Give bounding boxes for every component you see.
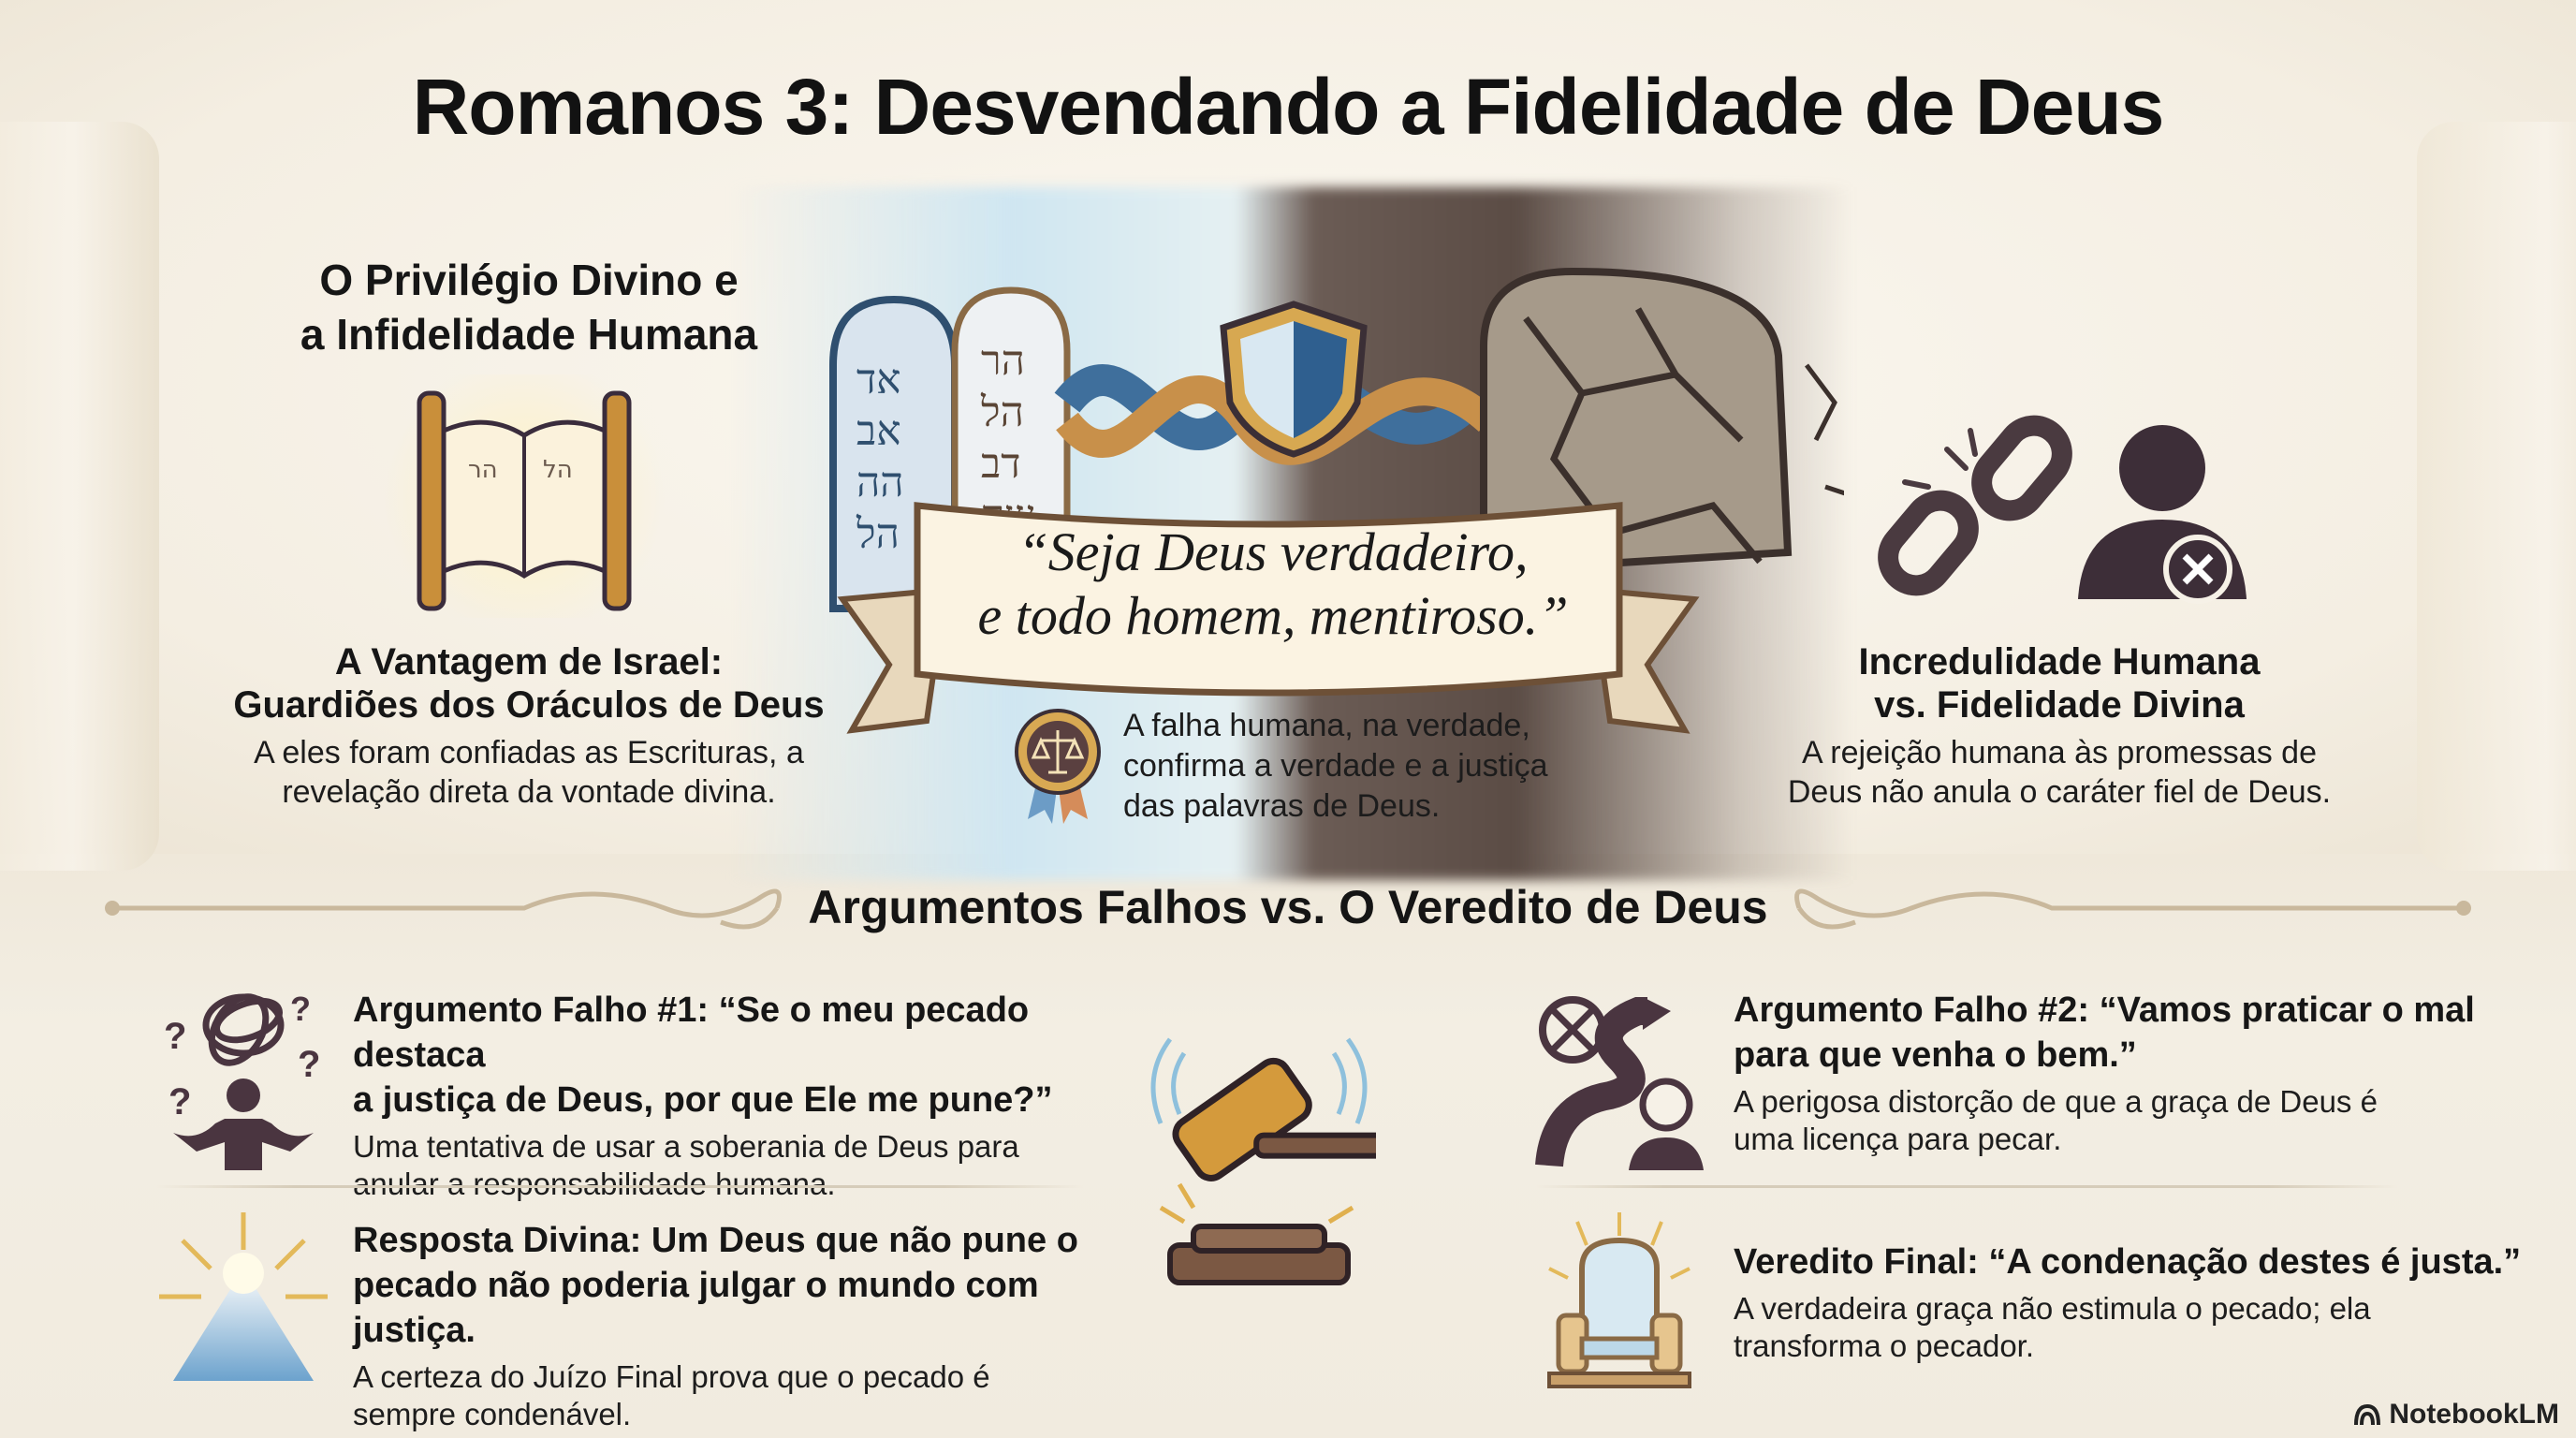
unbelief-desc-line1: A rejeição humana às promessas de xyxy=(1802,735,2317,770)
throne-icon xyxy=(1547,1212,1691,1388)
final-verdict: Veredito Final: “A condenação destes é j… xyxy=(1734,1240,2529,1365)
gavel-icon xyxy=(1150,1037,1376,1285)
flawed-argument-1: Argumento Falho #1: “Se o meu pecado des… xyxy=(353,988,1120,1203)
tablet-letters: הה xyxy=(856,459,904,506)
center-desc-line1: A falha humana, na verdade, xyxy=(1123,708,1530,743)
divine-response: Resposta Divina: Um Deus que não pune o … xyxy=(353,1218,1120,1433)
response-heading-line2: pecado não poderia julgar o mundo com ju… xyxy=(353,1266,1039,1350)
argument-2-heading-line1: Argumento Falho #2: “Vamos praticar o ma… xyxy=(1734,990,2475,1030)
israel-advantage-heading: A Vantagem de Israel: Guardiões dos Orác… xyxy=(201,640,856,726)
svg-text:?: ? xyxy=(298,1044,320,1085)
unbelief-desc-line2: Deus não anula o caráter fiel de Deus. xyxy=(1787,774,2332,810)
brand-label: NotebookLM xyxy=(2389,1399,2559,1430)
israel-advantage-desc: A eles foram confiadas as Escrituras, a … xyxy=(201,733,856,812)
argument-1-heading-line1: Argumento Falho #1: “Se o meu pecado des… xyxy=(353,990,1030,1075)
broken-chain-icon xyxy=(1878,415,2072,596)
argument-2-desc-line2: uma licença para pecar. xyxy=(1734,1122,2062,1156)
response-desc-line2: sempre condenável. xyxy=(353,1397,632,1431)
response-desc-line1: A certeza do Juízo Final prova que o pec… xyxy=(353,1359,990,1394)
cracked-tablet-icon xyxy=(1480,267,1844,576)
flawed-argument-2: Argumento Falho #2: “Vamos praticar o ma… xyxy=(1734,988,2482,1158)
divider xyxy=(1536,1185,2397,1188)
tablet-letters: אב xyxy=(856,407,901,455)
svg-text:?: ? xyxy=(168,1081,191,1123)
left-parchment-curl xyxy=(0,122,159,871)
divine-light-icon xyxy=(159,1212,328,1381)
response-heading-line1: Resposta Divina: Um Deus que não pune o xyxy=(353,1221,1078,1260)
twisted-road-icon xyxy=(1535,996,1704,1170)
svg-text:הר: הר xyxy=(468,456,498,484)
verdict-desc-line1: A verdadeira graça não estimula o pecado… xyxy=(1734,1291,2371,1326)
center-illustration: אד אב הה הל הר הל דב שה xyxy=(829,267,1844,612)
svg-text:?: ? xyxy=(290,990,311,1028)
argument-2-desc-line1: A perigosa distorção de que a graça de D… xyxy=(1734,1084,2378,1119)
quote-line1: “Seja Deus verdadeiro, xyxy=(1017,521,1529,582)
notebooklm-logo-icon xyxy=(2354,1403,2381,1426)
argument-1-desc-line2: anular a responsabilidade humana. xyxy=(353,1167,836,1201)
tablet-letters: הל xyxy=(980,389,1024,436)
left-heading-line2: a Infidelidade Humana xyxy=(300,310,758,359)
israel-desc-line1: A eles foram confiadas as Escrituras, a xyxy=(254,735,804,770)
ornamental-divider xyxy=(105,888,2471,930)
argument-2-heading-line2: para que venha o bem.” xyxy=(1734,1035,2137,1075)
svg-text:הל: הל xyxy=(543,456,573,484)
tablet-letters: דב xyxy=(981,440,1020,488)
scales-medal-icon xyxy=(1015,709,1101,824)
unbelief-desc: A rejeição humana às promessas de Deus n… xyxy=(1732,733,2387,812)
right-icons xyxy=(1878,415,2247,604)
right-parchment-curl xyxy=(2417,122,2576,871)
israel-heading-line1: A Vantagem de Israel: xyxy=(334,641,724,682)
israel-heading-line2: Guardiões dos Oráculos de Deus xyxy=(233,684,825,726)
quote-banner xyxy=(837,502,1700,734)
unbelief-heading: Incredulidade Humana vs. Fidelidade Divi… xyxy=(1732,640,2387,726)
unbelief-heading-line2: vs. Fidelidade Divina xyxy=(1874,684,2245,726)
rejected-person-icon xyxy=(2078,425,2247,604)
tablet-letters: הל xyxy=(856,510,900,558)
tablet-letters: אד xyxy=(856,356,901,404)
israel-desc-line2: revelação direta da vontade divina. xyxy=(282,774,776,810)
argument-1-desc-line1: Uma tentativa de usar a soberania de Deu… xyxy=(353,1129,1019,1164)
quote-line2: e todo homem, mentiroso.” xyxy=(977,585,1569,646)
torah-scroll-icon: הר הל xyxy=(384,374,665,618)
unbelief-heading-line1: Incredulidade Humana xyxy=(1858,641,2261,682)
notebooklm-brand: NotebookLM xyxy=(2353,1399,2559,1431)
section-title: Argumentos Falhos vs. O Veredito de Deus xyxy=(808,881,1768,933)
tablet-letters: הר xyxy=(981,337,1025,385)
shield-icon xyxy=(1220,301,1368,458)
verdict-desc-line2: transforma o pecador. xyxy=(1734,1328,2035,1363)
page-title: Romanos 3: Desvendando a Fidelidade de D… xyxy=(412,63,2165,151)
argument-1-heading-line2: a justiça de Deus, por que Ele me pune?” xyxy=(353,1080,1053,1120)
center-desc-line2: confirma a verdade e a justiça xyxy=(1123,748,1548,784)
left-heading-line1: O Privilégio Divino e xyxy=(319,256,739,304)
human-failure-desc: A falha humana, na verdade, confirma a v… xyxy=(1123,706,1591,827)
divider xyxy=(156,1185,1083,1188)
left-heading: O Privilégio Divino e a Infidelidade Hum… xyxy=(248,253,810,361)
verdict-heading: Veredito Final: “A condenação destes é j… xyxy=(1734,1242,2522,1282)
center-desc-line3: das palavras de Deus. xyxy=(1123,788,1441,824)
svg-text:?: ? xyxy=(164,1016,186,1057)
scripture-quote: “Seja Deus verdadeiro, e todo homem, men… xyxy=(899,521,1647,648)
confused-person-icon: ???? xyxy=(164,990,320,1170)
